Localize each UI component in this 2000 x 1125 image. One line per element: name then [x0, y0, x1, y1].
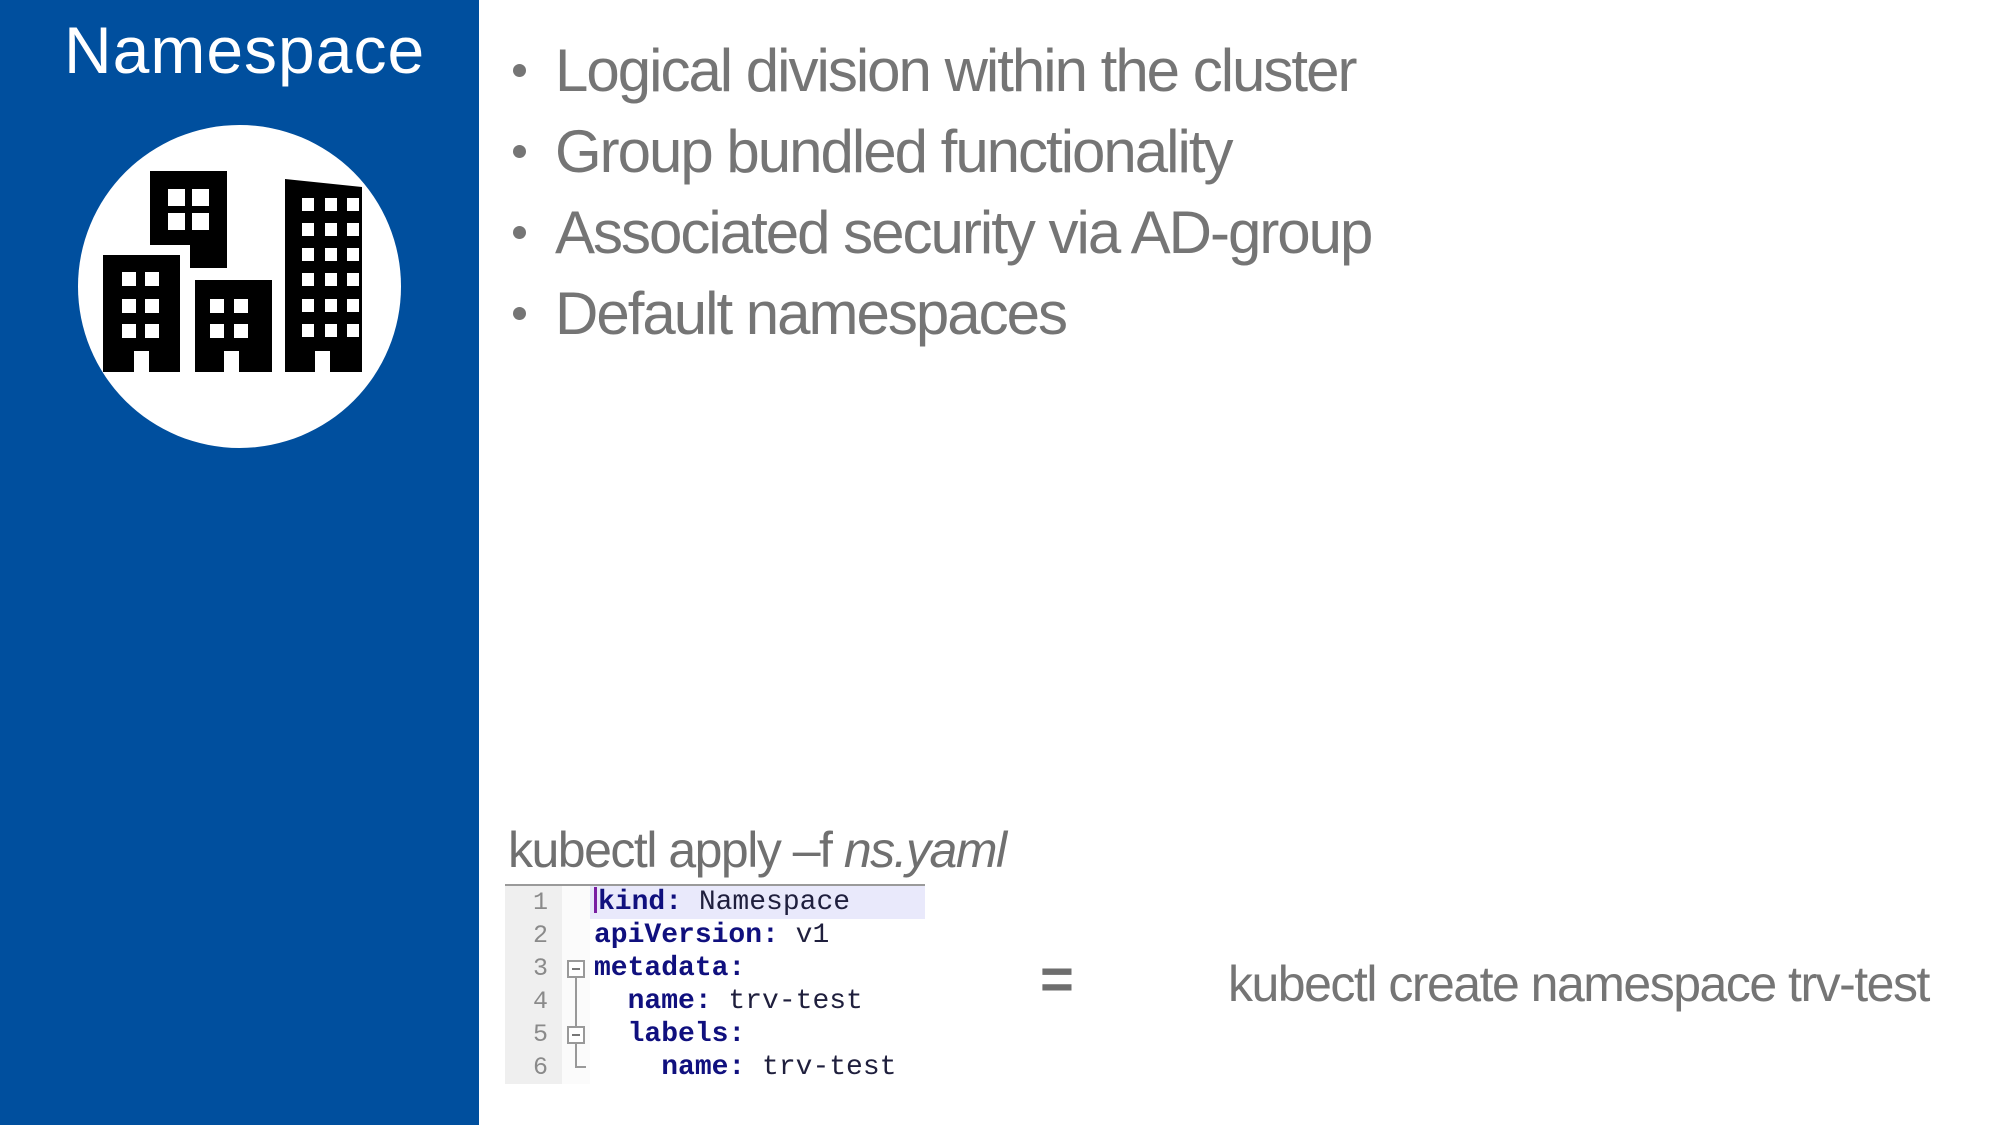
bullet-text: Default namespaces	[555, 280, 1068, 347]
line-number: 5	[505, 1018, 562, 1051]
fold-margin	[562, 919, 590, 952]
editor-line: 2 apiVersion: v1	[505, 919, 925, 952]
code-text: name: trv-test	[627, 986, 863, 1017]
bullet-item: Default namespaces	[505, 273, 1371, 354]
line-number: 2	[505, 919, 562, 952]
kubectl-create-command: kubectl create namespace trv-test	[1228, 956, 1930, 1012]
yaml-editor-lines: 1 kind: Namespace 2 apiVersion: v1 3 metadata…	[505, 886, 925, 1084]
fold-margin	[562, 952, 590, 985]
editor-line: 3 metadata:	[505, 952, 925, 985]
editor-line: 5 labels:	[505, 1018, 925, 1051]
icon-circle	[78, 125, 401, 448]
text-caret	[594, 887, 597, 913]
bullet-text: Logical division within the cluster	[555, 37, 1357, 104]
bullet-text: Group bundled functionality	[555, 118, 1233, 185]
bullet-dot-icon	[513, 64, 526, 77]
bullet-dot-icon	[513, 226, 526, 239]
editor-line: 6 name: trv-test	[505, 1051, 925, 1084]
kubectl-apply-filename: ns.yaml	[843, 822, 1007, 878]
sidebar: Namespace	[0, 0, 479, 1125]
fold-margin	[562, 1051, 590, 1084]
bullet-dot-icon	[513, 145, 526, 158]
code-text: kind: Namespace	[590, 886, 925, 919]
editor-line: 1 kind: Namespace	[505, 886, 925, 919]
fold-margin	[562, 1018, 590, 1051]
kubectl-apply-text: kubectl apply –f	[508, 822, 844, 878]
code-text: metadata:	[594, 953, 746, 984]
yaml-editor: 1 kind: Namespace 2 apiVersion: v1 3 metadata…	[505, 884, 925, 1084]
fold-margin	[562, 985, 590, 1018]
fold-margin	[562, 886, 590, 919]
bullet-item: Associated security via AD-group	[505, 192, 1373, 273]
bullet-dot-icon	[513, 307, 526, 320]
bullet-item: Logical division within the cluster	[505, 30, 1371, 111]
line-number: 1	[505, 886, 562, 919]
line-number: 4	[505, 985, 562, 1018]
editor-line: 4 name: trv-test	[505, 985, 925, 1018]
line-number: 6	[505, 1051, 562, 1084]
bullet-item: Group bundled functionality	[505, 111, 1371, 192]
fold-collapse-icon[interactable]	[567, 959, 585, 978]
equals-sign: =	[1040, 947, 1074, 1012]
line-number: 3	[505, 952, 562, 985]
kubectl-apply-command: kubectl apply –f ns.yaml	[508, 822, 1007, 878]
code-text: apiVersion: v1	[594, 920, 830, 951]
page-title: Namespace	[64, 13, 426, 87]
code-text: name: trv-test	[661, 1052, 897, 1083]
code-text: labels:	[627, 1019, 746, 1050]
bullet-text: Associated security via AD-group	[555, 199, 1373, 266]
fold-collapse-icon[interactable]	[567, 1025, 585, 1044]
